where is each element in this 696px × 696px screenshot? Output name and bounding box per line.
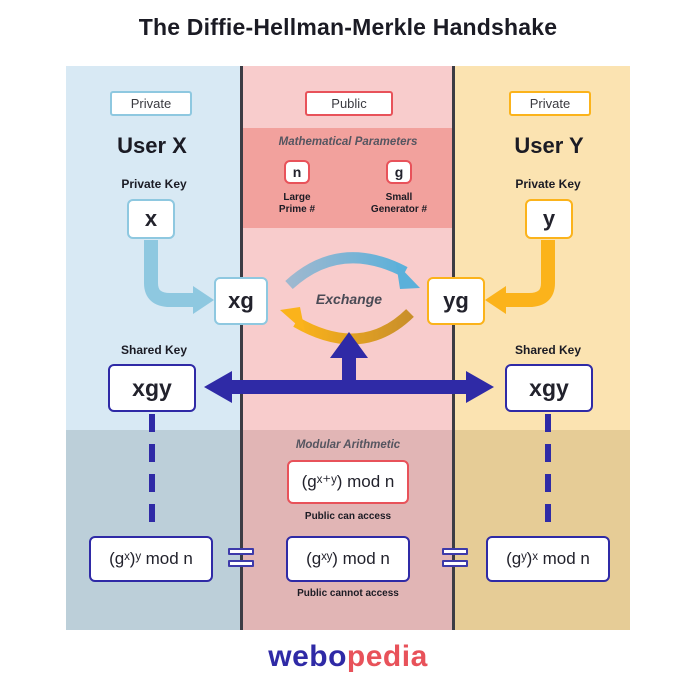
param-n-desc: Large Prime # (278, 192, 316, 215)
right-private-tag: Private (509, 91, 591, 116)
left-panel-bottom (66, 430, 241, 630)
public-formula-caption: Public can access (304, 511, 392, 522)
shared-key-right-box: xgy (505, 364, 593, 412)
public-value-xg-box: xg (214, 277, 268, 325)
user-x-name: User X (117, 133, 187, 158)
math-params-band (241, 128, 454, 228)
right-private-key-label: Private Key (515, 177, 581, 191)
left-formula-box: (gˣ)ʸ mod n (89, 536, 213, 582)
public-formula-box: (gˣ⁺ʸ) mod n (287, 460, 409, 504)
math-params-title: Mathematical Parameters (278, 136, 418, 148)
shared-key-left-box: xgy (108, 364, 196, 412)
x-to-xg-arrow (144, 240, 214, 314)
param-n-box: n (284, 160, 310, 184)
exchange-arc-blue (285, 252, 420, 290)
right-equals-icon (442, 548, 468, 572)
public-value-yg-box: yg (427, 277, 485, 325)
private-formula-caption: Public cannot access (297, 588, 399, 599)
modular-arithmetic-title: Modular Arithmetic (295, 439, 401, 451)
private-key-x-box: x (127, 199, 175, 239)
shared-key-arrows (204, 332, 494, 403)
right-panel-bottom (454, 430, 630, 630)
right-divider (452, 66, 455, 630)
y-to-yg-arrow (485, 240, 555, 314)
exchange-label: Exchange (315, 291, 383, 307)
webopedia-logo: webopedia (0, 640, 696, 674)
left-shared-key-label: Shared Key (120, 343, 188, 357)
page-title: The Diffie-Hellman-Merkle Handshake (138, 14, 558, 40)
left-equals-icon (228, 548, 254, 572)
param-g-box: g (386, 160, 412, 184)
middle-formula-box: (gˣʸ) mod n (286, 536, 410, 582)
right-shared-key-label: Shared Key (514, 343, 582, 357)
param-g-desc: Small Generator # (370, 192, 428, 215)
logo-part2: pedia (346, 640, 428, 673)
right-formula-box: (gʸ)ˣ mod n (486, 536, 610, 582)
exchange-arc-orange (280, 307, 414, 345)
left-private-key-label: Private Key (121, 177, 187, 191)
private-key-y-box: y (525, 199, 573, 239)
left-divider (240, 66, 243, 630)
logo-part1: webo (268, 640, 347, 673)
middle-public-tag: Public (305, 91, 393, 116)
user-y-name: User Y (514, 133, 584, 158)
left-private-tag: Private (110, 91, 192, 116)
